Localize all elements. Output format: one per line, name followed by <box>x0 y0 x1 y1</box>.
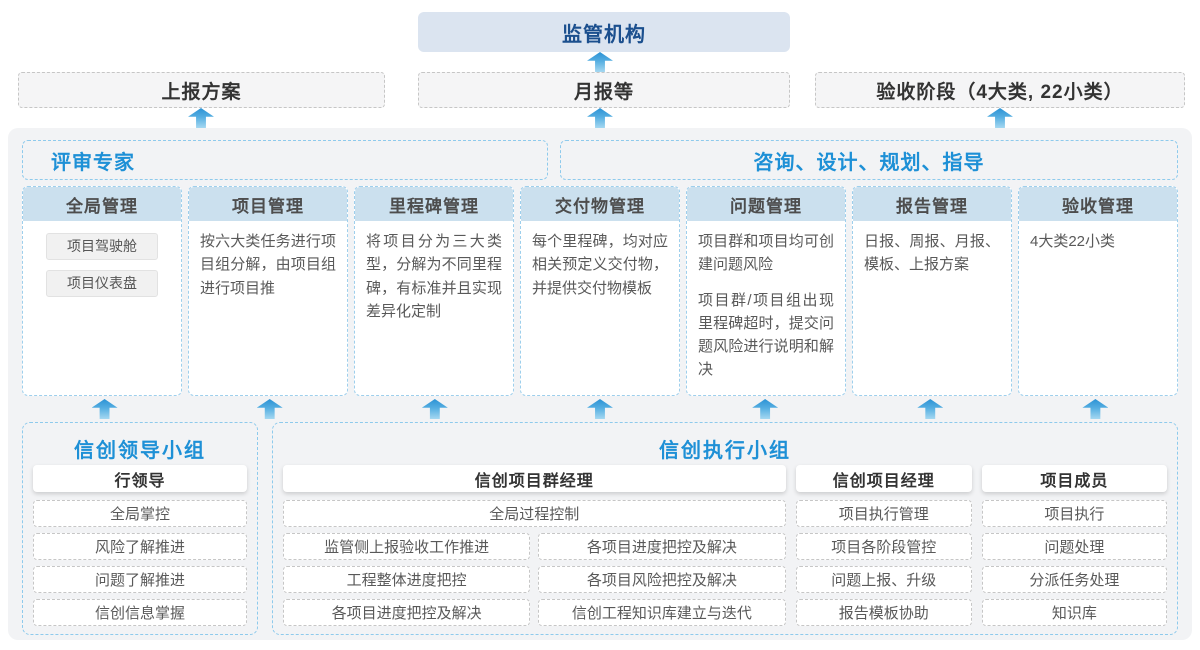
list-item: 报告模板协助 <box>795 599 972 626</box>
column-body: 日报、周报、月报、模板、上报方案 <box>853 221 1011 286</box>
column-title: 全局管理 <box>23 187 181 221</box>
chip-project-cockpit: 项目驾驶舱 <box>46 233 158 260</box>
list-item: 各项目进度把控及解决 <box>538 533 786 560</box>
column-body: 按六大类任务进行项目组分解，由项目组进行项目推 <box>189 221 347 309</box>
column-text: 项目群和项目均可创建问题风险 <box>698 233 834 274</box>
column-deliverable-management: 交付物管理 每个里程碑，均对应相关预定义交付物，并提供交付物模板 <box>520 186 680 396</box>
up-arrow-icon <box>752 399 779 419</box>
up-arrow-icon <box>1082 399 1109 419</box>
list-item: 风险了解推进 <box>33 533 247 560</box>
report-box-monthly: 月报等 <box>418 72 790 108</box>
up-arrow-icon <box>587 108 613 128</box>
column-arrows-row <box>22 399 1178 419</box>
up-arrow-icon <box>987 108 1013 128</box>
leader-group-title: 信创领导小组 <box>74 439 206 462</box>
list-item: 问题了解推进 <box>33 566 247 593</box>
column-text: 将项目分为三大类型，分解为不同里程碑，有标准并且实现差异化定制 <box>366 233 502 320</box>
column-title: 里程碑管理 <box>355 187 513 221</box>
list-item: 项目各阶段管控 <box>795 533 972 560</box>
chip-project-dashboard: 项目仪表盘 <box>46 270 158 297</box>
leader-items: 全局掌控 风险了解推进 问题了解推进 信创信息掌握 <box>33 500 247 626</box>
role-bank-leader: 行领导 <box>33 465 247 492</box>
column-acceptance-management: 验收管理 4大类22小类 <box>1018 186 1178 396</box>
up-arrow-icon <box>91 399 118 419</box>
main-panel: 评审专家 咨询、设计、规划、指导 全局管理 项目驾驶舱 项目仪表盘 项目管理 按… <box>8 128 1192 640</box>
role-program-manager: 信创项目群经理 <box>283 465 786 492</box>
up-arrow-icon <box>587 52 613 72</box>
regulator-box: 监管机构 <box>418 12 790 52</box>
column-body: 将项目分为三大类型，分解为不同里程碑，有标准并且实现差异化定制 <box>355 221 513 332</box>
up-arrow-icon <box>256 399 283 419</box>
list-item: 全局掌控 <box>33 500 247 527</box>
list-item: 工程整体进度把控 <box>283 566 531 593</box>
report-box-plan: 上报方案 <box>18 72 385 108</box>
column-body: 项目群和项目均可创建问题风险 项目群/项目组出现里程碑超时，提交问题风险进行说明… <box>687 221 845 391</box>
list-item: 各项目进度把控及解决 <box>283 599 531 626</box>
list-item: 各项目风险把控及解决 <box>538 566 786 593</box>
column-body: 4大类22小类 <box>1019 221 1177 262</box>
column-title: 项目管理 <box>189 187 347 221</box>
column-issue-management: 问题管理 项目群和项目均可创建问题风险 项目群/项目组出现里程碑超时，提交问题风… <box>686 186 846 396</box>
list-item: 信创信息掌握 <box>33 599 247 626</box>
project-manager-section: 信创项目经理 项目执行管理 项目各阶段管控 问题上报、升级 报告模板协助 <box>795 465 972 626</box>
executor-sections: 信创项目群经理 全局过程控制 监管侧上报验收工作推进 各项目进度把控及解决 工程… <box>283 465 1167 626</box>
list-item: 问题处理 <box>981 533 1167 560</box>
up-arrow-icon <box>188 108 214 128</box>
up-arrow-icon <box>917 399 944 419</box>
management-columns: 全局管理 项目驾驶舱 项目仪表盘 项目管理 按六大类任务进行项目组分解，由项目组… <box>22 186 1178 396</box>
column-global-management: 全局管理 项目驾驶舱 项目仪表盘 <box>22 186 182 396</box>
leader-group: 信创领导小组 行领导 全局掌控 风险了解推进 问题了解推进 信创信息掌握 <box>22 422 258 635</box>
column-milestone-management: 里程碑管理 将项目分为三大类型，分解为不同里程碑，有标准并且实现差异化定制 <box>354 186 514 396</box>
program-manager-items: 监管侧上报验收工作推进 各项目进度把控及解决 工程整体进度把控 各项目风险把控及… <box>283 533 786 626</box>
review-experts-strip: 评审专家 <box>22 140 548 180</box>
column-title: 交付物管理 <box>521 187 679 221</box>
column-text: 项目群/项目组出现里程碑超时，提交问题风险进行说明和解决 <box>698 291 834 379</box>
executor-group-title: 信创执行小组 <box>659 439 791 462</box>
column-title: 报告管理 <box>853 187 1011 221</box>
project-manager-items: 项目执行管理 项目各阶段管控 问题上报、升级 报告模板协助 <box>795 500 972 626</box>
role-project-member: 项目成员 <box>981 465 1167 492</box>
column-body: 每个里程碑，均对应相关预定义交付物，并提供交付物模板 <box>521 221 679 309</box>
list-item: 分派任务处理 <box>981 566 1167 593</box>
column-text: 4大类22小类 <box>1030 233 1116 250</box>
column-project-management: 项目管理 按六大类任务进行项目组分解，由项目组进行项目推 <box>188 186 348 396</box>
list-item: 项目执行 <box>981 500 1167 527</box>
column-body: 项目驾驶舱 项目仪表盘 <box>23 221 181 316</box>
list-item: 知识库 <box>981 599 1167 626</box>
list-item: 项目执行管理 <box>795 500 972 527</box>
project-member-items: 项目执行 问题处理 分派任务处理 知识库 <box>981 500 1167 626</box>
executor-group: 信创执行小组 信创项目群经理 全局过程控制 监管侧上报验收工作推进 各项目进度把… <box>272 422 1178 635</box>
list-item: 全局过程控制 <box>283 500 786 527</box>
teams-row: 信创领导小组 行领导 全局掌控 风险了解推进 问题了解推进 信创信息掌握 信创执… <box>22 422 1178 635</box>
role-project-manager: 信创项目经理 <box>795 465 972 492</box>
program-manager-section: 信创项目群经理 全局过程控制 监管侧上报验收工作推进 各项目进度把控及解决 工程… <box>283 465 786 626</box>
report-box-acceptance: 验收阶段（4大类, 22小类） <box>815 72 1185 108</box>
column-report-management: 报告管理 日报、周报、月报、模板、上报方案 <box>852 186 1012 396</box>
up-arrow-icon <box>421 399 448 419</box>
column-title: 验收管理 <box>1019 187 1177 221</box>
column-text: 每个里程碑，均对应相关预定义交付物，并提供交付物模板 <box>532 233 668 297</box>
consulting-strip: 咨询、设计、规划、指导 <box>560 140 1178 180</box>
list-item: 问题上报、升级 <box>795 566 972 593</box>
column-title: 问题管理 <box>687 187 845 221</box>
column-text: 按六大类任务进行项目组分解，由项目组进行项目推 <box>200 233 336 297</box>
advisor-strip-row: 评审专家 咨询、设计、规划、指导 <box>22 140 1178 180</box>
project-member-section: 项目成员 项目执行 问题处理 分派任务处理 知识库 <box>981 465 1167 626</box>
list-item: 信创工程知识库建立与迭代 <box>538 599 786 626</box>
list-item: 监管侧上报验收工作推进 <box>283 533 531 560</box>
column-text: 日报、周报、月报、模板、上报方案 <box>864 233 1000 274</box>
up-arrow-icon <box>586 399 613 419</box>
